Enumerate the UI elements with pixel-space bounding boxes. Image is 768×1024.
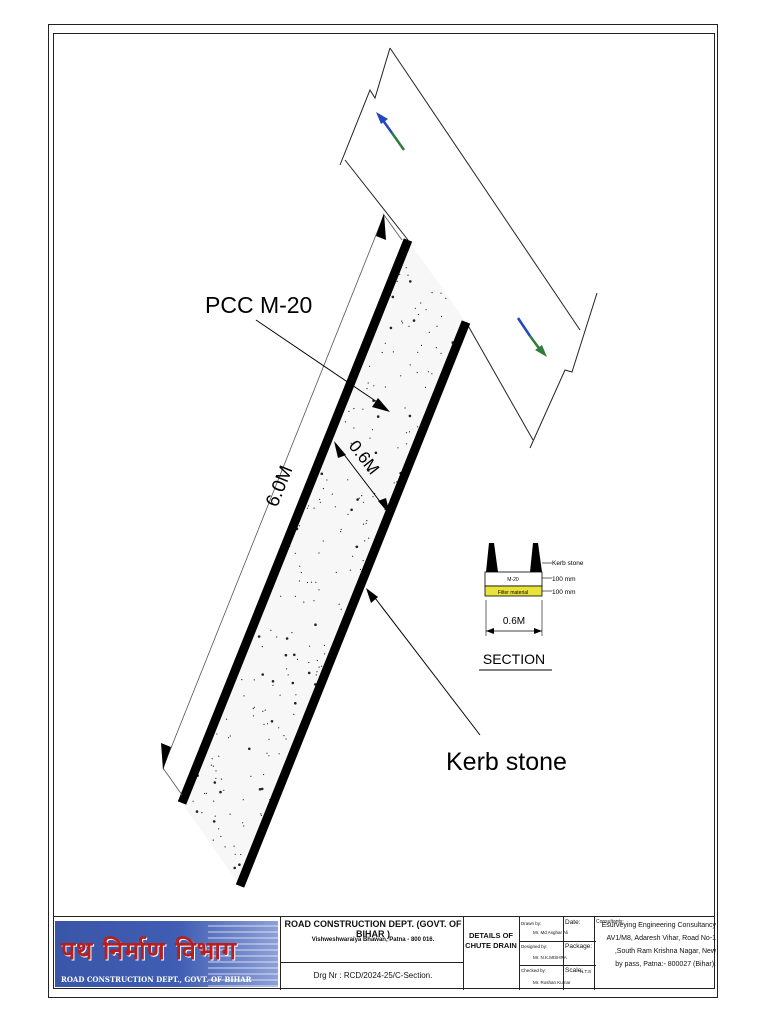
kerb-label: Kerb stone <box>446 748 567 776</box>
consultant-name: Esurveying Engineering Consultancy <box>601 922 716 929</box>
scale-label: Scale: <box>565 967 584 974</box>
title-block: पथ निर्माण विभाग ROAD CONSTRUCTION DEPT.… <box>53 916 716 990</box>
flow-arrow-down-icon <box>516 317 547 357</box>
consultants-label: Consultants: <box>596 919 624 925</box>
consultant-details: Esurveying Engineering Consultancy AV1/M… <box>596 919 716 971</box>
flow-arrow-up-icon <box>376 112 406 151</box>
road-strip <box>339 47 598 449</box>
logo-hindi-text: पथ निर्माण विभाग <box>61 936 237 965</box>
filter-label: Filter material <box>498 590 528 596</box>
drawing-title-line1: DETAILS OF <box>468 931 514 940</box>
checked-by-name: Mr. Roshan Kumar <box>533 980 571 985</box>
drawing-number: Drg Nr : RCD/2024-25/C-Section. <box>313 971 433 980</box>
designed-by-name: Mr. N.K.MISHRA <box>533 955 567 960</box>
m20-label: M-20 <box>507 577 519 583</box>
scale-value: N.T.S <box>580 969 592 974</box>
drawing-title: DETAILS OF CHUTE DRAIN <box>463 931 519 951</box>
kerb-leader: Kerb stone <box>366 588 567 776</box>
kerb-stone-right <box>235 320 471 888</box>
inner-border <box>53 33 715 989</box>
pcc-leader: PCC M-20 <box>205 292 390 412</box>
consultant-address-1: AV1/M8, Adaresh Vihar, Road No-1 <box>606 935 716 942</box>
checked-by-label: Checked by: <box>521 968 547 973</box>
section-dim-top: 100 mm <box>552 576 575 583</box>
logo-english-text: ROAD CONSTRUCTION DEPT., GOVT. OF BIHAR <box>61 975 252 984</box>
package-label: Package: <box>565 943 593 950</box>
drawn-by-name: Mr. Md Asghar Ali <box>533 930 569 935</box>
length-label: 6.0M <box>262 463 297 510</box>
section-dim-bottom: 100 mm <box>552 589 575 596</box>
pcc-drain-body <box>182 240 466 886</box>
department-address: Vishweshwaraiya Bhawan, Patna - 800 016. <box>311 937 435 943</box>
consultant-address-3: by pass, Patna:- 800027 (Bihar). <box>615 961 716 968</box>
section-kerb-label: Kerb stone <box>552 560 584 567</box>
outer-border <box>48 24 718 998</box>
designed-by-label: Designed by: <box>521 944 548 949</box>
department-name: ROAD CONSTRUCTION DEPT. (GOVT. OF BIHAR … <box>284 919 462 939</box>
kerb-stone-left <box>177 238 413 805</box>
section-width-label: 0.6M <box>503 616 525 627</box>
drawing-title-line2: CHUTE DRAIN <box>465 941 517 950</box>
consultant-address-2: ,South Ram Krishna Nagar, New <box>614 948 716 955</box>
section-detail: M-20 Filter material Kerb stone 100 mm 1… <box>479 543 584 671</box>
date-label: Date: <box>565 919 581 926</box>
drawn-by-label: Drawn by: <box>521 921 542 926</box>
pcc-label: PCC M-20 <box>205 292 312 318</box>
rcd-logo: पथ निर्माण विभाग ROAD CONSTRUCTION DEPT.… <box>55 921 278 987</box>
section-title: SECTION <box>483 651 545 667</box>
